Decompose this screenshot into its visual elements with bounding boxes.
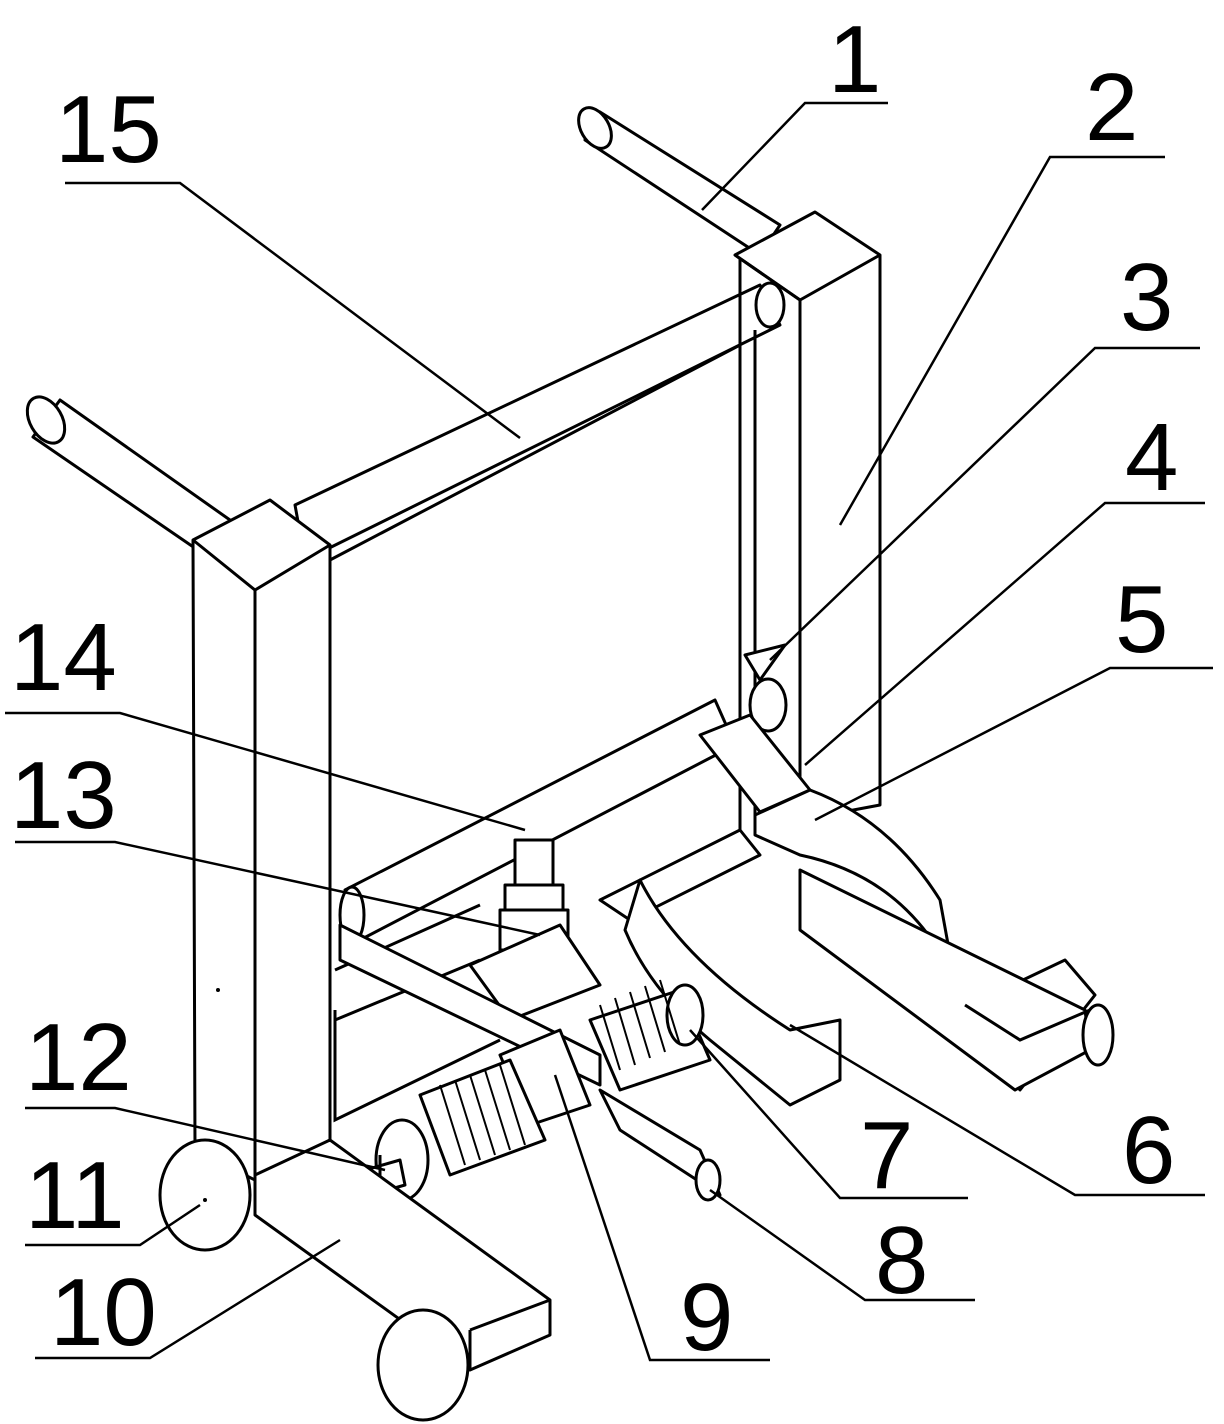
left-handle [20,390,230,555]
callout-6: 6 [1122,1097,1175,1204]
callout-14: 14 [10,604,117,711]
front-left-wheel [160,1140,250,1250]
callout-13: 13 [10,742,117,849]
left-column [193,500,330,1180]
callout-3: 3 [1120,244,1173,351]
callout-15: 15 [55,76,162,183]
callout-7: 7 [860,1102,913,1209]
callout-5: 5 [1115,566,1168,673]
worm-screw [376,980,720,1200]
front-right-wheel [378,1310,468,1420]
callout-11: 11 [25,1142,125,1249]
callout-1: 1 [828,6,881,113]
right-handle [572,102,780,255]
callout-12: 12 [25,1004,132,1111]
callout-8: 8 [875,1207,928,1314]
callout-2: 2 [1085,54,1138,161]
callout-9: 9 [680,1264,733,1371]
callout-4: 4 [1125,404,1178,511]
callout-10: 10 [50,1259,157,1366]
